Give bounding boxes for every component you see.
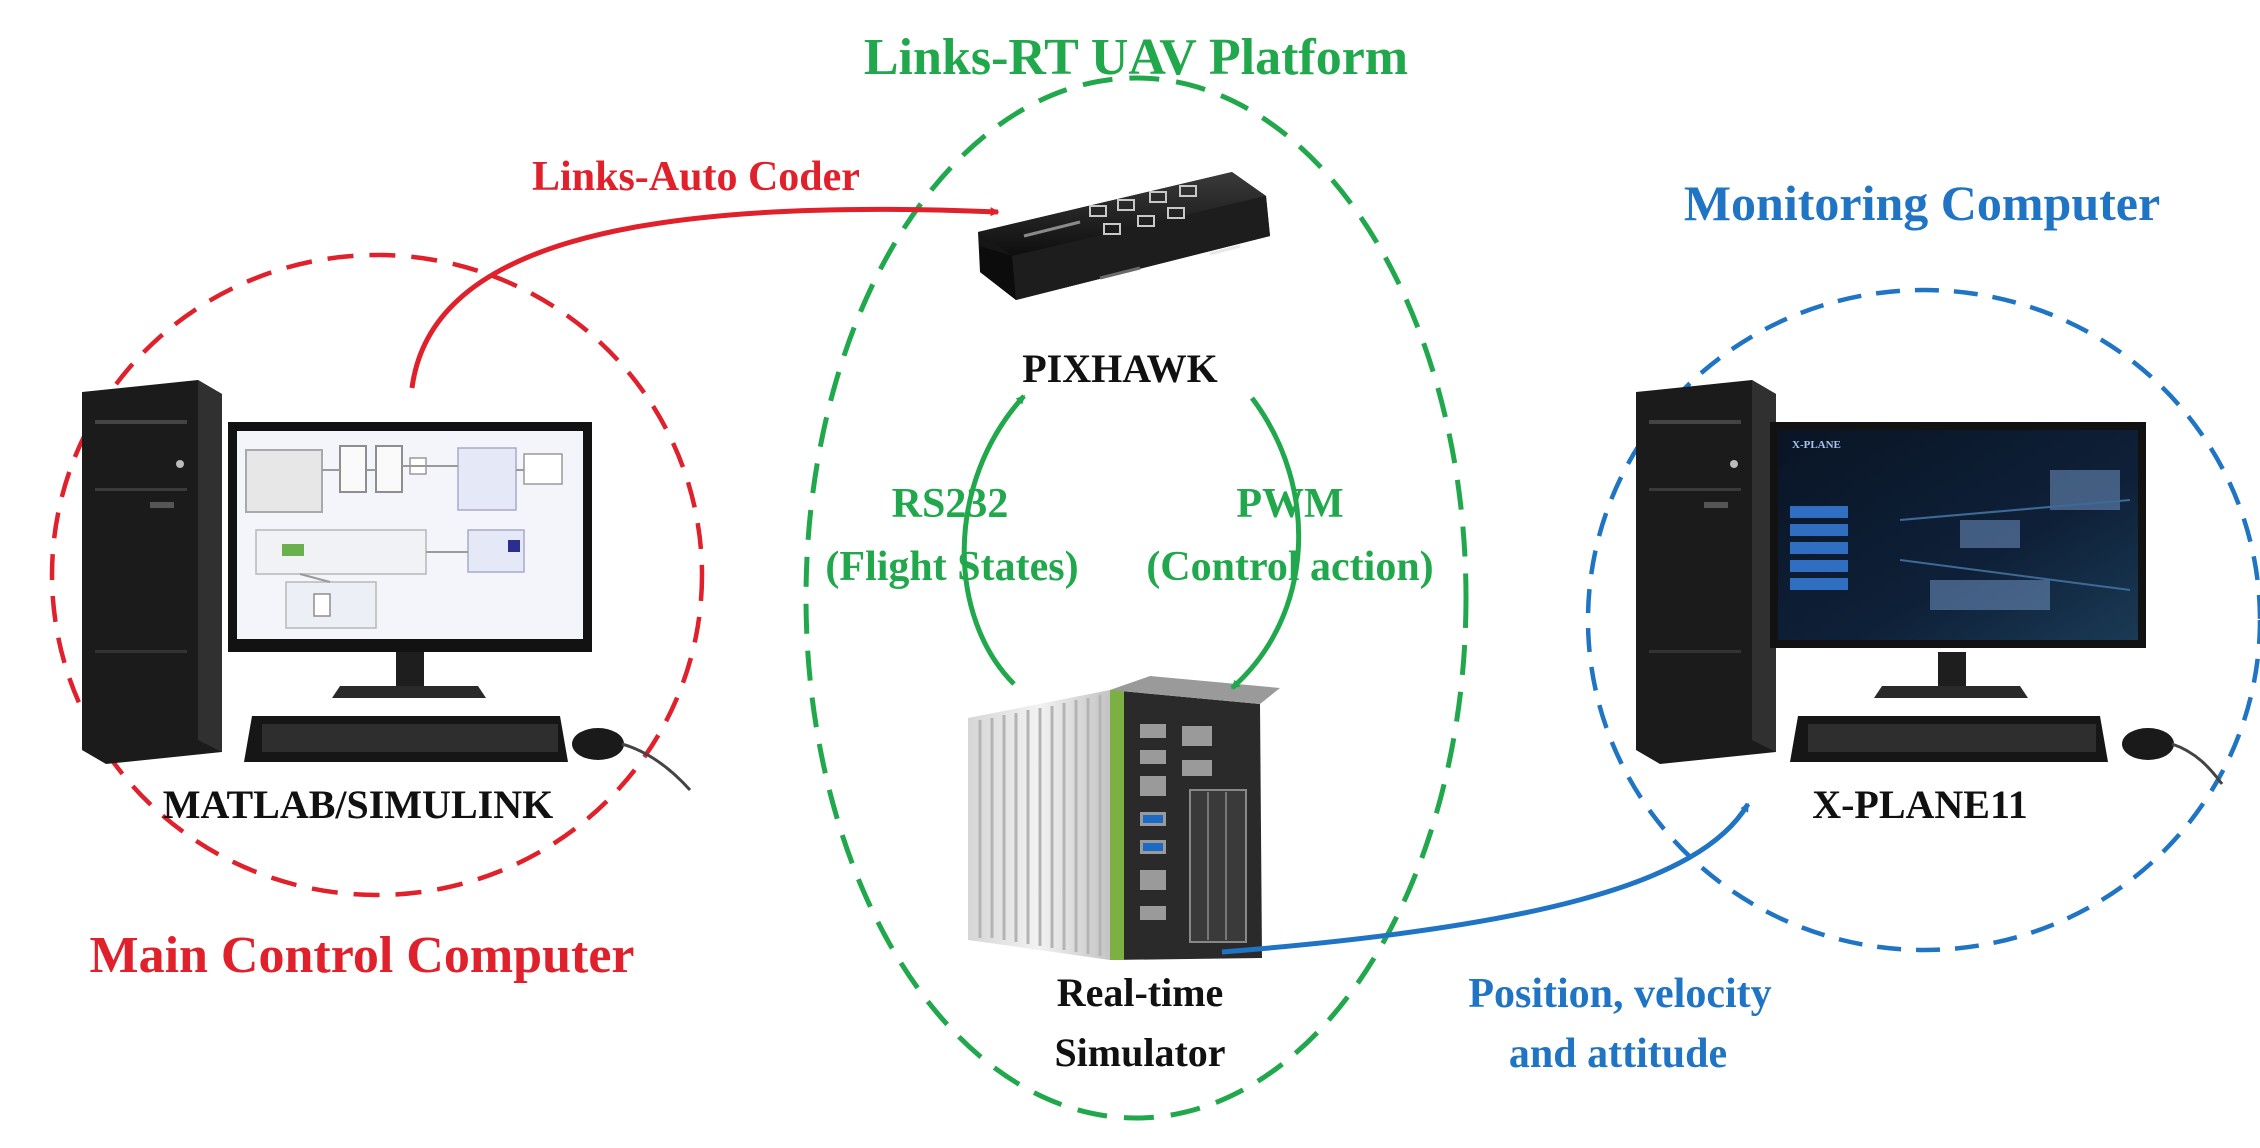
xplane-logo-text: X-PLANE: [1792, 439, 1841, 451]
desktop-computer-icon: [82, 380, 692, 792]
pva-label-line2: and attitude: [1509, 1031, 1727, 1077]
links-auto-coder-arrow: [409, 206, 1000, 389]
xplane-label: X-PLANE11: [1812, 782, 2028, 827]
pwm-arrow: [1230, 396, 1302, 690]
pva-label-line1: Position, velocity: [1468, 971, 1771, 1017]
industrial-computer-icon: [968, 676, 1280, 960]
main-computer-title: Main Control Computer: [89, 927, 634, 984]
simulator-label-line2: Simulator: [1054, 1030, 1225, 1075]
pwm-label-line2: (Control action): [1146, 544, 1433, 590]
main-computer-boundary: [49, 252, 705, 898]
monitoring-computer-title: Monitoring Computer: [1684, 175, 2160, 231]
platform-boundary: [803, 75, 1469, 1121]
platform-title: Links-RT UAV Platform: [864, 29, 1408, 86]
pixhawk-label: PIXHAWK: [1022, 346, 1218, 391]
pwm-label-line1: PWM: [1236, 481, 1343, 527]
simulator-label-line1: Real-time: [1057, 970, 1224, 1015]
state-output-arrow: [1221, 802, 1751, 955]
rs232-arrow: [961, 394, 1026, 686]
links-auto-coder-label: Links-Auto Coder: [532, 154, 860, 200]
rs232-label-line2: (Flight States): [825, 544, 1078, 590]
desktop-computer-icon: [1636, 380, 2224, 785]
matlab-simulink-label: MATLAB/SIMULINK: [163, 782, 553, 827]
monitoring-computer-boundary: [1585, 287, 2260, 953]
flight-controller-icon: [978, 172, 1270, 300]
rs232-label-line1: RS232: [892, 481, 1009, 527]
